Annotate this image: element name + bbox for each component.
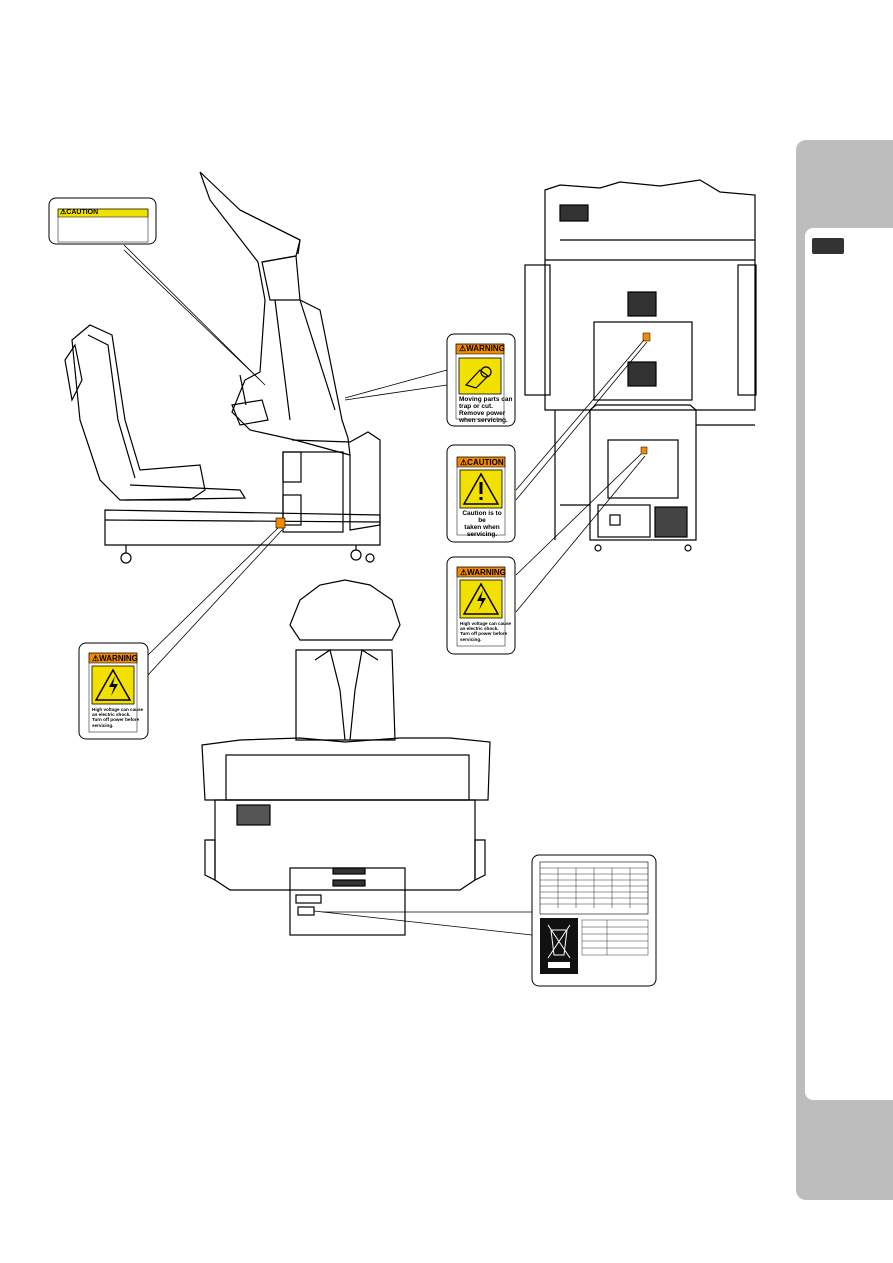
warning-moving-line-4: when servicing. bbox=[459, 417, 508, 424]
warning-voltage-left-line-3: Turn off power before bbox=[92, 717, 140, 723]
caution-service-line-2: taken when bbox=[464, 524, 500, 531]
caution-service-line-3: servicing. bbox=[466, 531, 498, 538]
warning-voltage-left-text: High voltage can cause an electric shock… bbox=[92, 707, 143, 728]
warning-moving-header: ⚠WARNING bbox=[459, 344, 505, 353]
chapter-marker bbox=[812, 238, 844, 254]
warning-voltage-left-line-1: High voltage can cause bbox=[92, 707, 144, 712]
warning-voltage-right-line-4: servicing. bbox=[460, 636, 482, 642]
warning-moving-line-3: Remove power bbox=[459, 410, 506, 417]
crossed-bin-icon bbox=[547, 924, 571, 959]
caution-service-line-1: Caution is to be bbox=[462, 510, 502, 524]
caution-service-text: Caution is to be taken when servicing. bbox=[460, 510, 504, 538]
warning-voltage-right-header: ⚠WARNING bbox=[460, 568, 506, 577]
caution-label-header: ⚠CAUTION bbox=[60, 209, 99, 216]
warning-voltage-left-line-4: servicing. bbox=[92, 722, 114, 728]
warning-moving-line-1: Moving parts can bbox=[459, 396, 513, 403]
warning-moving-line-2: trap or cut. bbox=[459, 403, 493, 410]
warning-voltage-right-line-3: Turn off power before bbox=[460, 631, 508, 637]
warning-voltage-right-line-2: an electric shock. bbox=[460, 626, 499, 632]
warning-voltage-left-header: ⚠WARNING bbox=[92, 654, 138, 663]
side-tab-inner bbox=[805, 228, 893, 1100]
caution-service-header: ⚠CAUTION bbox=[460, 458, 504, 467]
warning-voltage-right-text: High voltage can cause an electric shock… bbox=[460, 621, 511, 642]
warning-voltage-right-line-1: High voltage can cause bbox=[460, 621, 512, 626]
warning-voltage-left-line-2: an electric shock. bbox=[92, 712, 131, 718]
warning-moving-text: Moving parts can trap or cut. Remove pow… bbox=[459, 396, 512, 424]
